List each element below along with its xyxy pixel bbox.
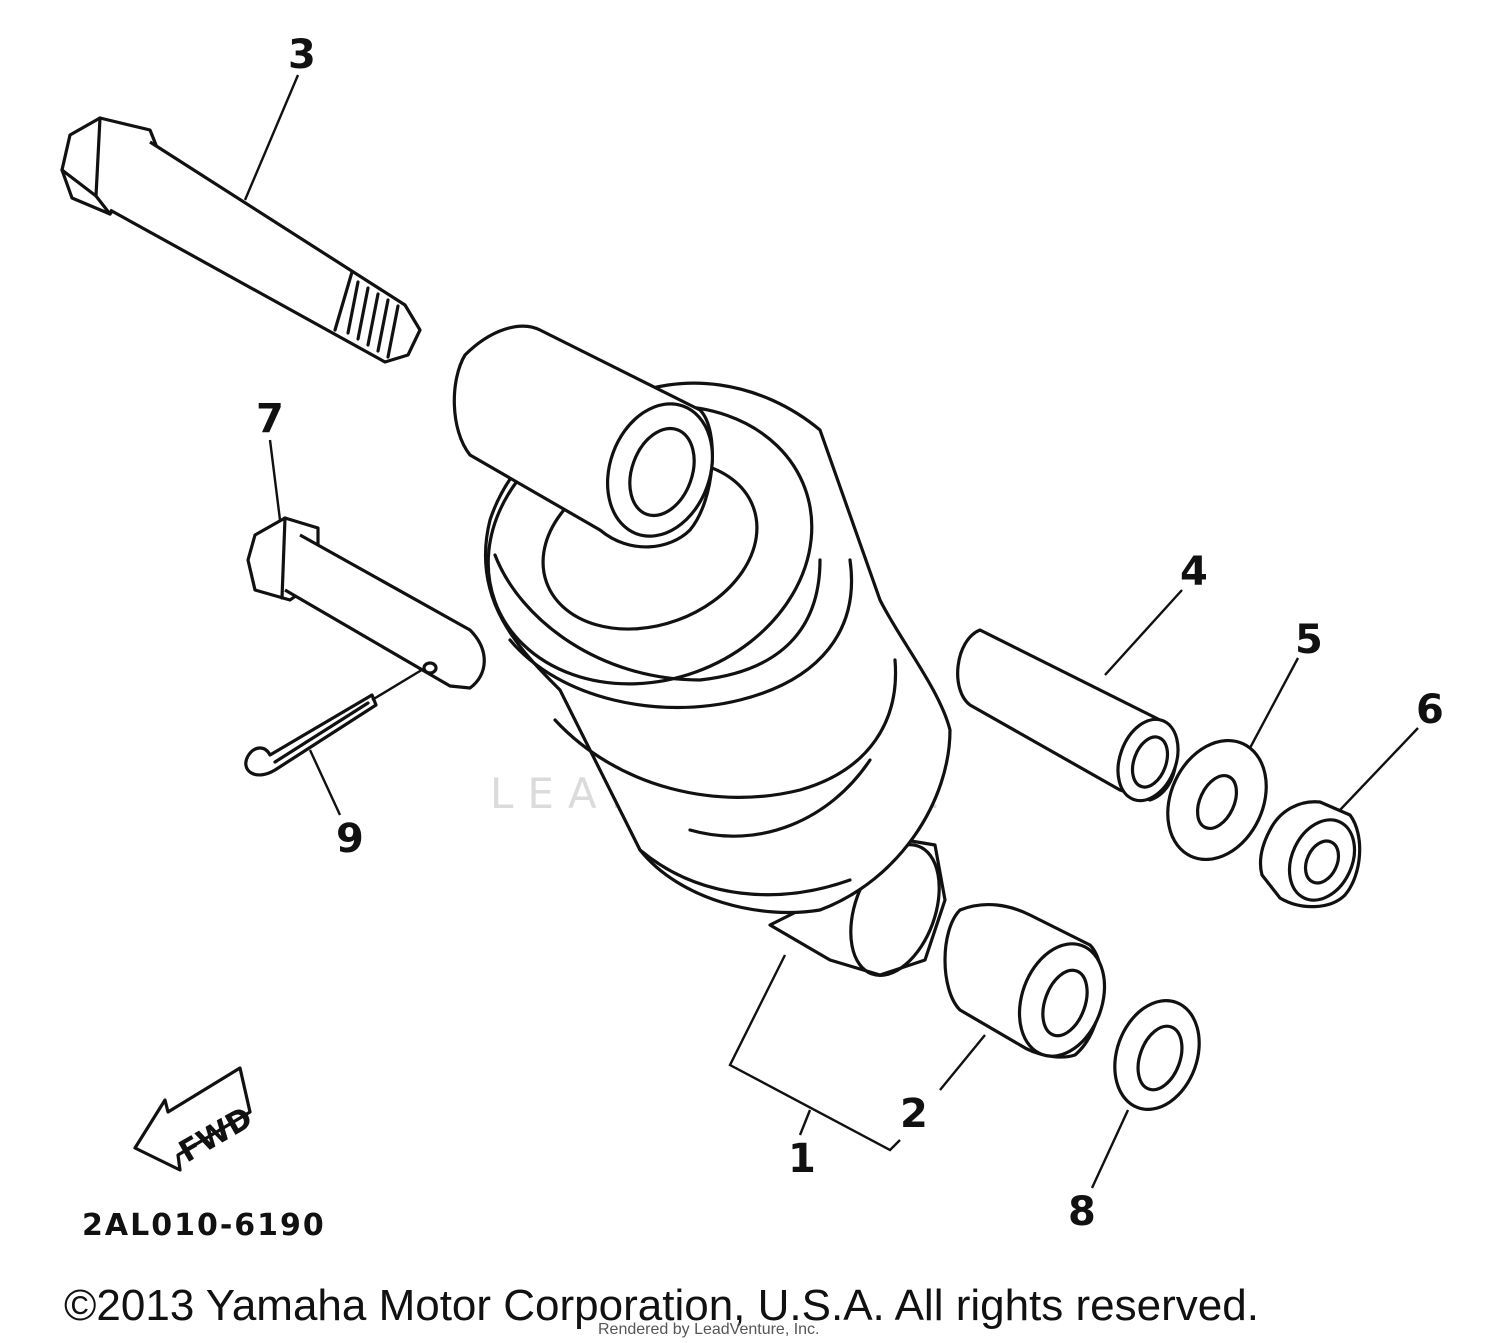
callout-2: 2 xyxy=(900,1091,928,1137)
callout-labels: 1 2 3 4 5 6 7 8 9 xyxy=(256,32,1444,1235)
diagram-code: 2AL010-6190 xyxy=(82,1208,326,1243)
fwd-arrow-icon: FWD xyxy=(133,1066,259,1172)
nut-6 xyxy=(1258,800,1362,909)
callout-5: 5 xyxy=(1295,617,1323,663)
callout-9: 9 xyxy=(336,816,364,862)
callout-3: 3 xyxy=(288,32,316,78)
callout-7: 7 xyxy=(256,396,284,442)
leader-lines xyxy=(243,74,1419,1189)
pin-7 xyxy=(246,516,486,690)
shock-absorber-1 xyxy=(452,324,952,977)
cotter-pin-9 xyxy=(244,693,378,777)
bush-2 xyxy=(943,903,1107,1059)
callout-8: 8 xyxy=(1068,1189,1096,1235)
callout-1: 1 xyxy=(788,1136,816,1182)
callout-6: 6 xyxy=(1416,687,1444,733)
washer-5 xyxy=(1166,738,1268,862)
callout-4: 4 xyxy=(1180,549,1208,595)
collar-4 xyxy=(956,628,1180,803)
copyright-notice: ©2013 Yamaha Motor Corporation, U.S.A. A… xyxy=(64,1281,1259,1330)
washer-8 xyxy=(1113,999,1201,1111)
rendered-by-notice: Rendered by LeadVenture, Inc. xyxy=(598,1321,820,1338)
bolt-3 xyxy=(60,116,422,364)
